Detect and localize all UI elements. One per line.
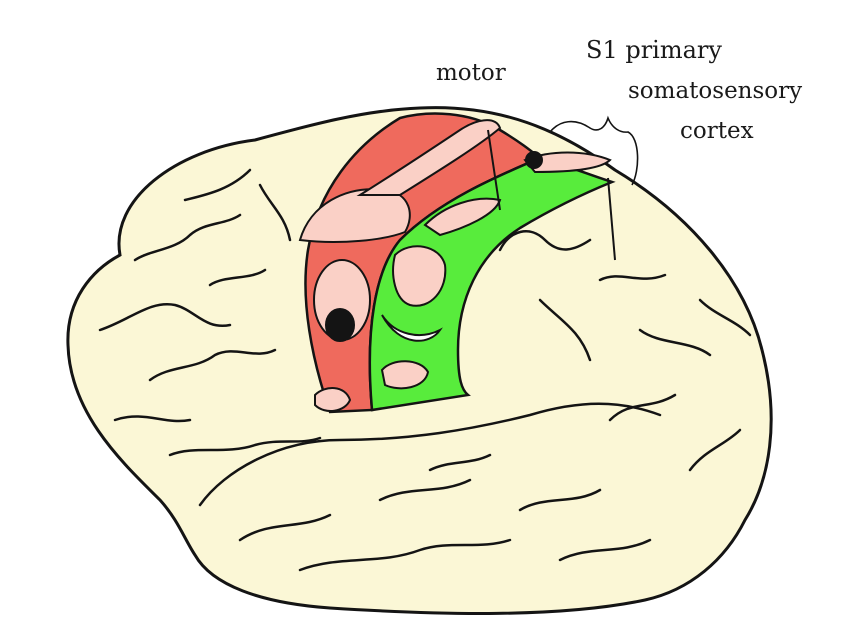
homunculus xyxy=(298,119,616,412)
sensory-fist-icon xyxy=(380,360,430,390)
motor-hand-icon xyxy=(298,188,411,244)
s1-label-line3: cortex xyxy=(680,118,754,144)
sensory-mouth-icon xyxy=(381,314,443,342)
motor-mouth-icon xyxy=(325,308,355,342)
motor-arm-icon xyxy=(356,119,502,196)
s1-brace xyxy=(549,115,639,186)
s1-label-line1: S1 primary xyxy=(586,36,722,64)
sensory-head-icon xyxy=(525,151,543,169)
sensory-leg-icon xyxy=(523,151,612,174)
sensory-face-icon xyxy=(392,245,447,307)
sensory-hand-icon xyxy=(423,197,502,237)
s1-label-line2: somatosensory xyxy=(628,78,802,104)
brain-sulci xyxy=(98,168,752,572)
motor-foot-icon xyxy=(314,387,352,412)
motor-label: motor xyxy=(436,60,506,86)
